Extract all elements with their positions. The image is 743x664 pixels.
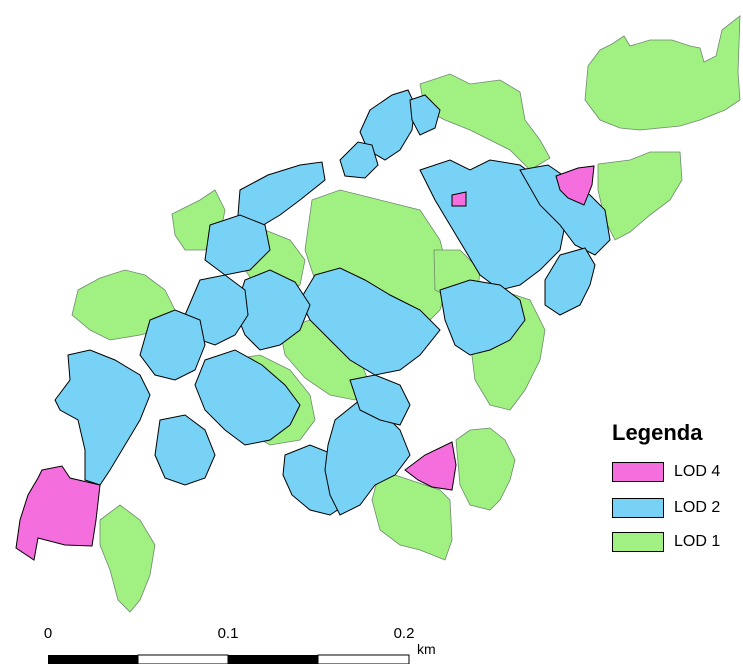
building-lod2-west-long (54, 349, 151, 486)
lod4-buildings (15, 165, 595, 561)
building-lod1-south-block (371, 469, 453, 561)
building-lod2-center-southwest (194, 349, 301, 446)
scale-label-0-2: 0.2 (393, 625, 415, 642)
scale-segment-1 (48, 655, 138, 664)
building-lod2-center-wide (299, 267, 441, 376)
legend-item-lod4: LOD 4 (612, 460, 720, 484)
building-lod1-east-row (597, 151, 683, 241)
scale-label-0-1: 0.1 (217, 625, 239, 642)
building-lod2-north-a (359, 89, 416, 161)
building-lod2-sw-block (154, 414, 216, 486)
building-lod2-east-ring (544, 247, 596, 316)
building-lod1-south-ring (455, 427, 516, 511)
building-lod2-w-row (204, 214, 271, 276)
building-lod1-sw (99, 504, 156, 613)
building-lod1-ne-large (584, 15, 741, 131)
building-lod2-north-b (409, 94, 441, 136)
lod2-buildings (54, 89, 611, 516)
building-lod2-center-lower (349, 374, 411, 426)
legend-swatch-lod4 (612, 462, 664, 482)
scale-segment-3 (228, 655, 318, 664)
legend-label-lod2: LOD 2 (674, 499, 721, 516)
building-lod2-center-mid (439, 279, 526, 356)
building-lod2-center-right (419, 159, 566, 291)
building-lod4-south (404, 441, 457, 491)
scale-segment-4 (317, 654, 410, 664)
building-lod4-east (555, 165, 595, 206)
legend-label-lod4: LOD 4 (674, 463, 721, 480)
building-lod1-ne-block (419, 73, 551, 171)
building-lod4-sw (15, 465, 101, 561)
building-lod4-center-small (451, 191, 467, 207)
legend-item-lod1: LOD 1 (612, 530, 720, 554)
scale-bar (48, 654, 410, 664)
legend-swatch-lod2 (612, 498, 664, 518)
legend-label-lod1: LOD 1 (674, 533, 721, 550)
legend-item-lod2: LOD 2 (612, 496, 720, 520)
building-lod2-southwest-mid (139, 309, 206, 381)
legend-swatch-lod1 (612, 532, 664, 552)
scale-unit: km (417, 641, 436, 657)
building-lod2-north-c (339, 141, 379, 179)
scale-label-0: 0 (43, 625, 53, 642)
legend-title: Legenda (612, 420, 703, 445)
scale-segment-2 (137, 654, 229, 664)
